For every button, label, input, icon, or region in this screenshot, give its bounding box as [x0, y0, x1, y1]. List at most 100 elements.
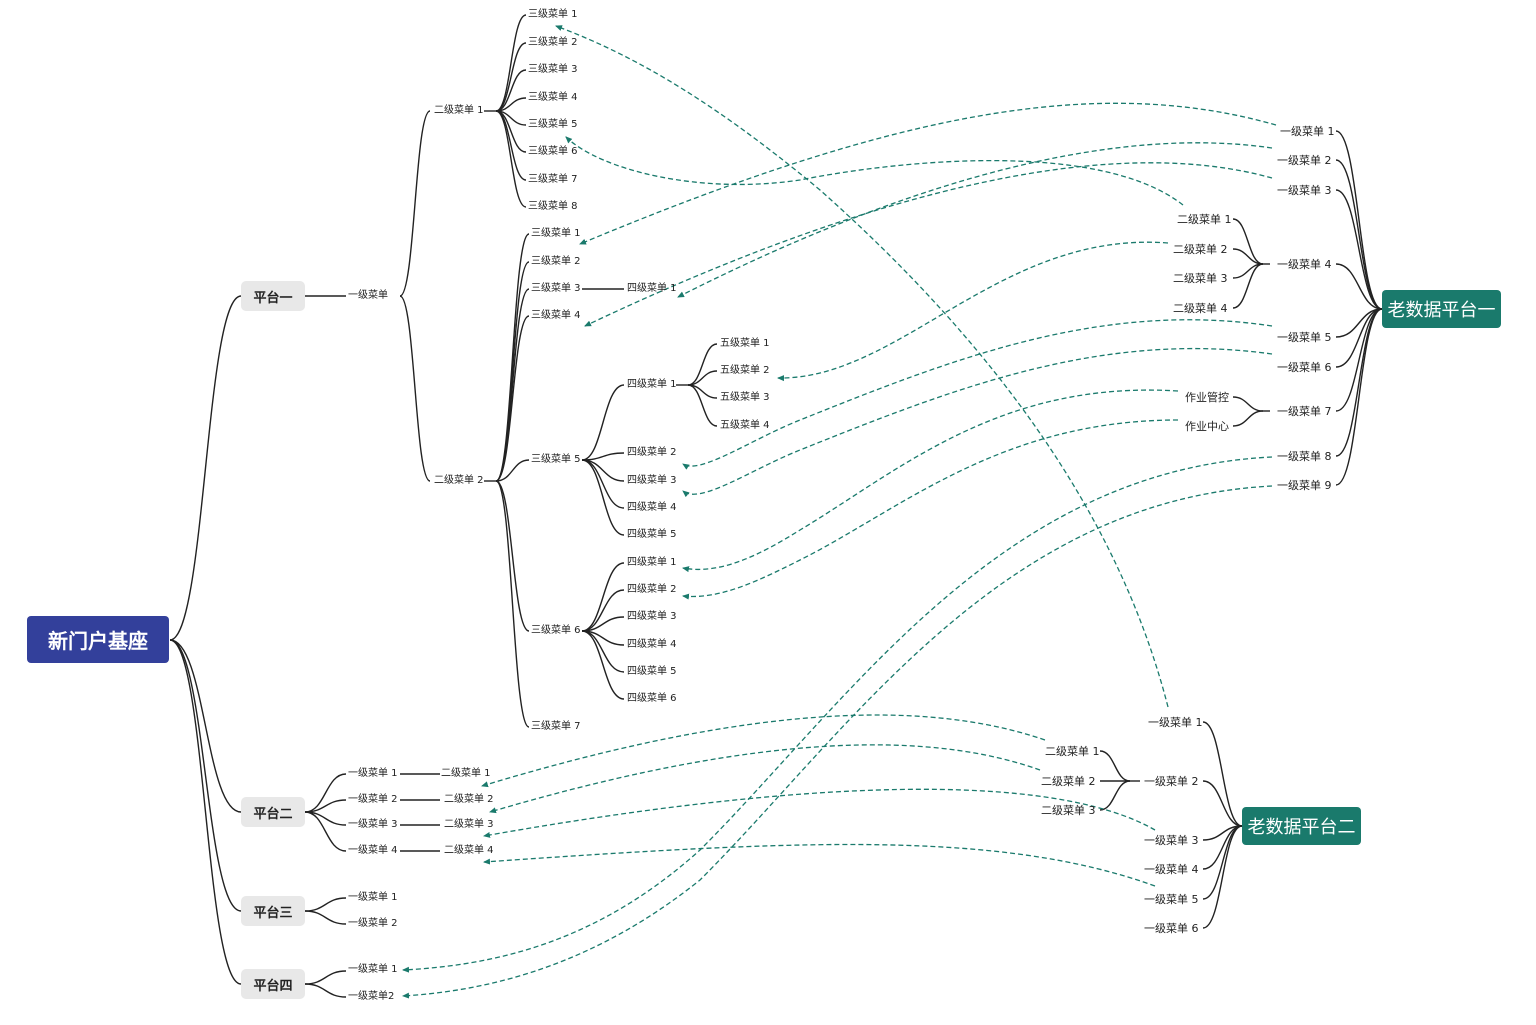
p1-a-level3-menu[interactable]: 三级菜单 2	[528, 37, 578, 48]
p2-level1-menu[interactable]: 一级菜单 3	[348, 819, 398, 830]
branch-line	[304, 910, 347, 925]
old1-level2-menu[interactable]: 二级菜单 1	[1177, 213, 1232, 226]
p1-b6-level4-menu[interactable]: 四级菜单 3	[627, 611, 677, 622]
p1-a-level3-menu[interactable]: 三级菜单 1	[528, 9, 578, 20]
p1-b-level3-menu[interactable]: 三级菜单 7	[531, 721, 581, 732]
p1-b6-level4-menu[interactable]: 四级菜单 2	[627, 584, 677, 595]
p2-level2-menu[interactable]: 二级菜单 2	[444, 794, 494, 805]
p2-level1-menu[interactable]: 一级菜单 4	[348, 845, 398, 856]
p1-b-level3-menu[interactable]: 三级菜单 1	[531, 228, 581, 239]
p1-b-level3-menu[interactable]: 三级菜单 3	[531, 283, 581, 294]
old1-level1-menu[interactable]: 一级菜单 2	[1277, 154, 1332, 167]
old1-level1-menu[interactable]: 一级菜单 3	[1277, 184, 1332, 197]
platform-4-node[interactable]: 平台四	[241, 969, 305, 999]
branch-line	[495, 14, 527, 112]
branch-line	[581, 459, 625, 536]
old1-branch-line	[1335, 308, 1383, 412]
p1-a-level3-menu[interactable]: 三级菜单 8	[528, 201, 578, 212]
old1-level1-menu[interactable]: 一级菜单 1	[1280, 125, 1335, 138]
p1-b-level3-menu[interactable]: 三级菜单 4	[531, 310, 581, 321]
old1-level1-menu[interactable]: 一级菜单 8	[1277, 450, 1332, 463]
mapping-arrow	[402, 485, 1273, 999]
platform-1-node[interactable]: 平台一	[241, 281, 305, 311]
p2-level2-menu[interactable]: 二级菜单 3	[444, 819, 494, 830]
old1-level1-menu[interactable]: 一级菜单 4	[1277, 258, 1332, 271]
old1-level1-menu[interactable]: 一级菜单 9	[1277, 479, 1332, 492]
p1-b6-level4-menu[interactable]: 四级菜单 4	[627, 639, 677, 650]
p1-level1-menu[interactable]: 一级菜单	[348, 290, 388, 301]
p3-level1-menu[interactable]: 一级菜单 2	[348, 918, 398, 929]
branch-line	[399, 110, 431, 297]
mapping-arrow	[682, 348, 1273, 498]
p2-level2-menu[interactable]: 二级菜单 1	[441, 768, 491, 779]
platform-3-node[interactable]: 平台三	[241, 896, 305, 926]
mapping-arrow	[555, 25, 1169, 708]
p1-b5-level4-menu[interactable]: 四级菜单 1	[627, 379, 677, 390]
branch-line	[304, 773, 347, 813]
old2-level1-menu[interactable]: 一级菜单 6	[1144, 922, 1199, 935]
old2-level2-menu[interactable]: 二级菜单 3	[1041, 804, 1096, 817]
p1-b5-level5-menu[interactable]: 五级菜单 4	[720, 420, 770, 431]
old-platform-2-node[interactable]: 老数据平台二	[1242, 807, 1361, 845]
old1-level2-menu[interactable]: 二级菜单 2	[1173, 243, 1228, 256]
p1-b-level3-menu[interactable]: 三级菜单 2	[531, 256, 581, 267]
root-branch-line	[169, 295, 242, 641]
p1-a-level3-menu[interactable]: 三级菜单 7	[528, 174, 578, 185]
old1-level2-menu[interactable]: 二级菜单 4	[1173, 302, 1228, 315]
old1-branch-line	[1335, 308, 1383, 486]
old1-level1-menu[interactable]: 一级菜单 5	[1277, 331, 1332, 344]
branch-line	[581, 384, 625, 461]
old2-level2-menu[interactable]: 二级菜单 1	[1045, 745, 1100, 758]
old2-branch-line	[1202, 825, 1243, 929]
branch-line	[495, 110, 527, 208]
p3-level1-menu[interactable]: 一级菜单 1	[348, 892, 398, 903]
p1-b5-level5-menu[interactable]: 五级菜单 1	[720, 338, 770, 349]
p1-b3-level4-menu[interactable]: 四级菜单 1	[627, 283, 677, 294]
p1-b5-level4-menu[interactable]: 四级菜单 5	[627, 529, 677, 540]
old1-branch-line	[1335, 263, 1383, 310]
p1-level2-menu-2[interactable]: 二级菜单 2	[434, 475, 484, 486]
old2-level1-menu[interactable]: 一级菜单 1	[1148, 716, 1203, 729]
p1-a-level3-menu[interactable]: 三级菜单 3	[528, 64, 578, 75]
old1-level1-menu[interactable]: 一级菜单 6	[1277, 361, 1332, 374]
old1-level1-menu[interactable]: 一级菜单 7	[1277, 405, 1332, 418]
p1-b-level3-menu[interactable]: 三级菜单 6	[531, 625, 581, 636]
p1-a-level3-menu[interactable]: 三级菜单 5	[528, 119, 578, 130]
p1-b-level3-menu[interactable]: 三级菜单 5	[531, 454, 581, 465]
old1-level2-menu[interactable]: 二级菜单 3	[1173, 272, 1228, 285]
mapping-arrow	[483, 788, 1156, 838]
mapping-arrow	[677, 142, 1273, 298]
old2-level1-menu[interactable]: 一级菜单 4	[1144, 863, 1199, 876]
p1-b5-level5-menu[interactable]: 五级菜单 3	[720, 392, 770, 403]
p1-b5-level5-menu[interactable]: 五级菜单 2	[720, 365, 770, 376]
p1-a-level3-menu[interactable]: 三级菜单 6	[528, 146, 578, 157]
p2-level1-menu[interactable]: 一级菜单 1	[348, 768, 398, 779]
old2-level2-menu[interactable]: 二级菜单 2	[1041, 775, 1096, 788]
p4-level1-menu[interactable]: 一级菜单2	[348, 991, 395, 1002]
mapping-arrow	[483, 843, 1156, 887]
p1-b6-level4-menu[interactable]: 四级菜单 1	[627, 557, 677, 568]
old2-level1-menu[interactable]: 一级菜单 3	[1144, 834, 1199, 847]
old1-job-center[interactable]: 作业中心	[1185, 420, 1229, 433]
old2-branch-line	[1202, 780, 1243, 827]
p1-b5-level4-menu[interactable]: 四级菜单 3	[627, 475, 677, 486]
branch-line	[687, 384, 718, 427]
p2-level2-menu[interactable]: 二级菜单 4	[444, 845, 494, 856]
p2-level1-menu[interactable]: 一级菜单 2	[348, 794, 398, 805]
root-node[interactable]: 新门户基座	[27, 616, 169, 663]
root-branch-line	[169, 639, 242, 985]
old2-level1-menu[interactable]: 一级菜单 5	[1144, 893, 1199, 906]
old2-level1-menu[interactable]: 一级菜单 2	[1144, 775, 1199, 788]
p4-level1-menu[interactable]: 一级菜单 1	[348, 964, 398, 975]
old-platform-1-node[interactable]: 老数据平台一	[1382, 290, 1501, 328]
p1-a-level3-menu[interactable]: 三级菜单 4	[528, 92, 578, 103]
p1-b6-level4-menu[interactable]: 四级菜单 6	[627, 693, 677, 704]
p1-b5-level4-menu[interactable]: 四级菜单 2	[627, 447, 677, 458]
platform-2-node[interactable]: 平台二	[241, 797, 305, 827]
p1-level2-menu-1[interactable]: 二级菜单 1	[434, 105, 484, 116]
mapping-arrow	[682, 419, 1179, 600]
p1-b6-level4-menu[interactable]: 四级菜单 5	[627, 666, 677, 677]
p1-b5-level4-menu[interactable]: 四级菜单 4	[627, 502, 677, 513]
old1-job-control[interactable]: 作业管控	[1185, 391, 1229, 404]
